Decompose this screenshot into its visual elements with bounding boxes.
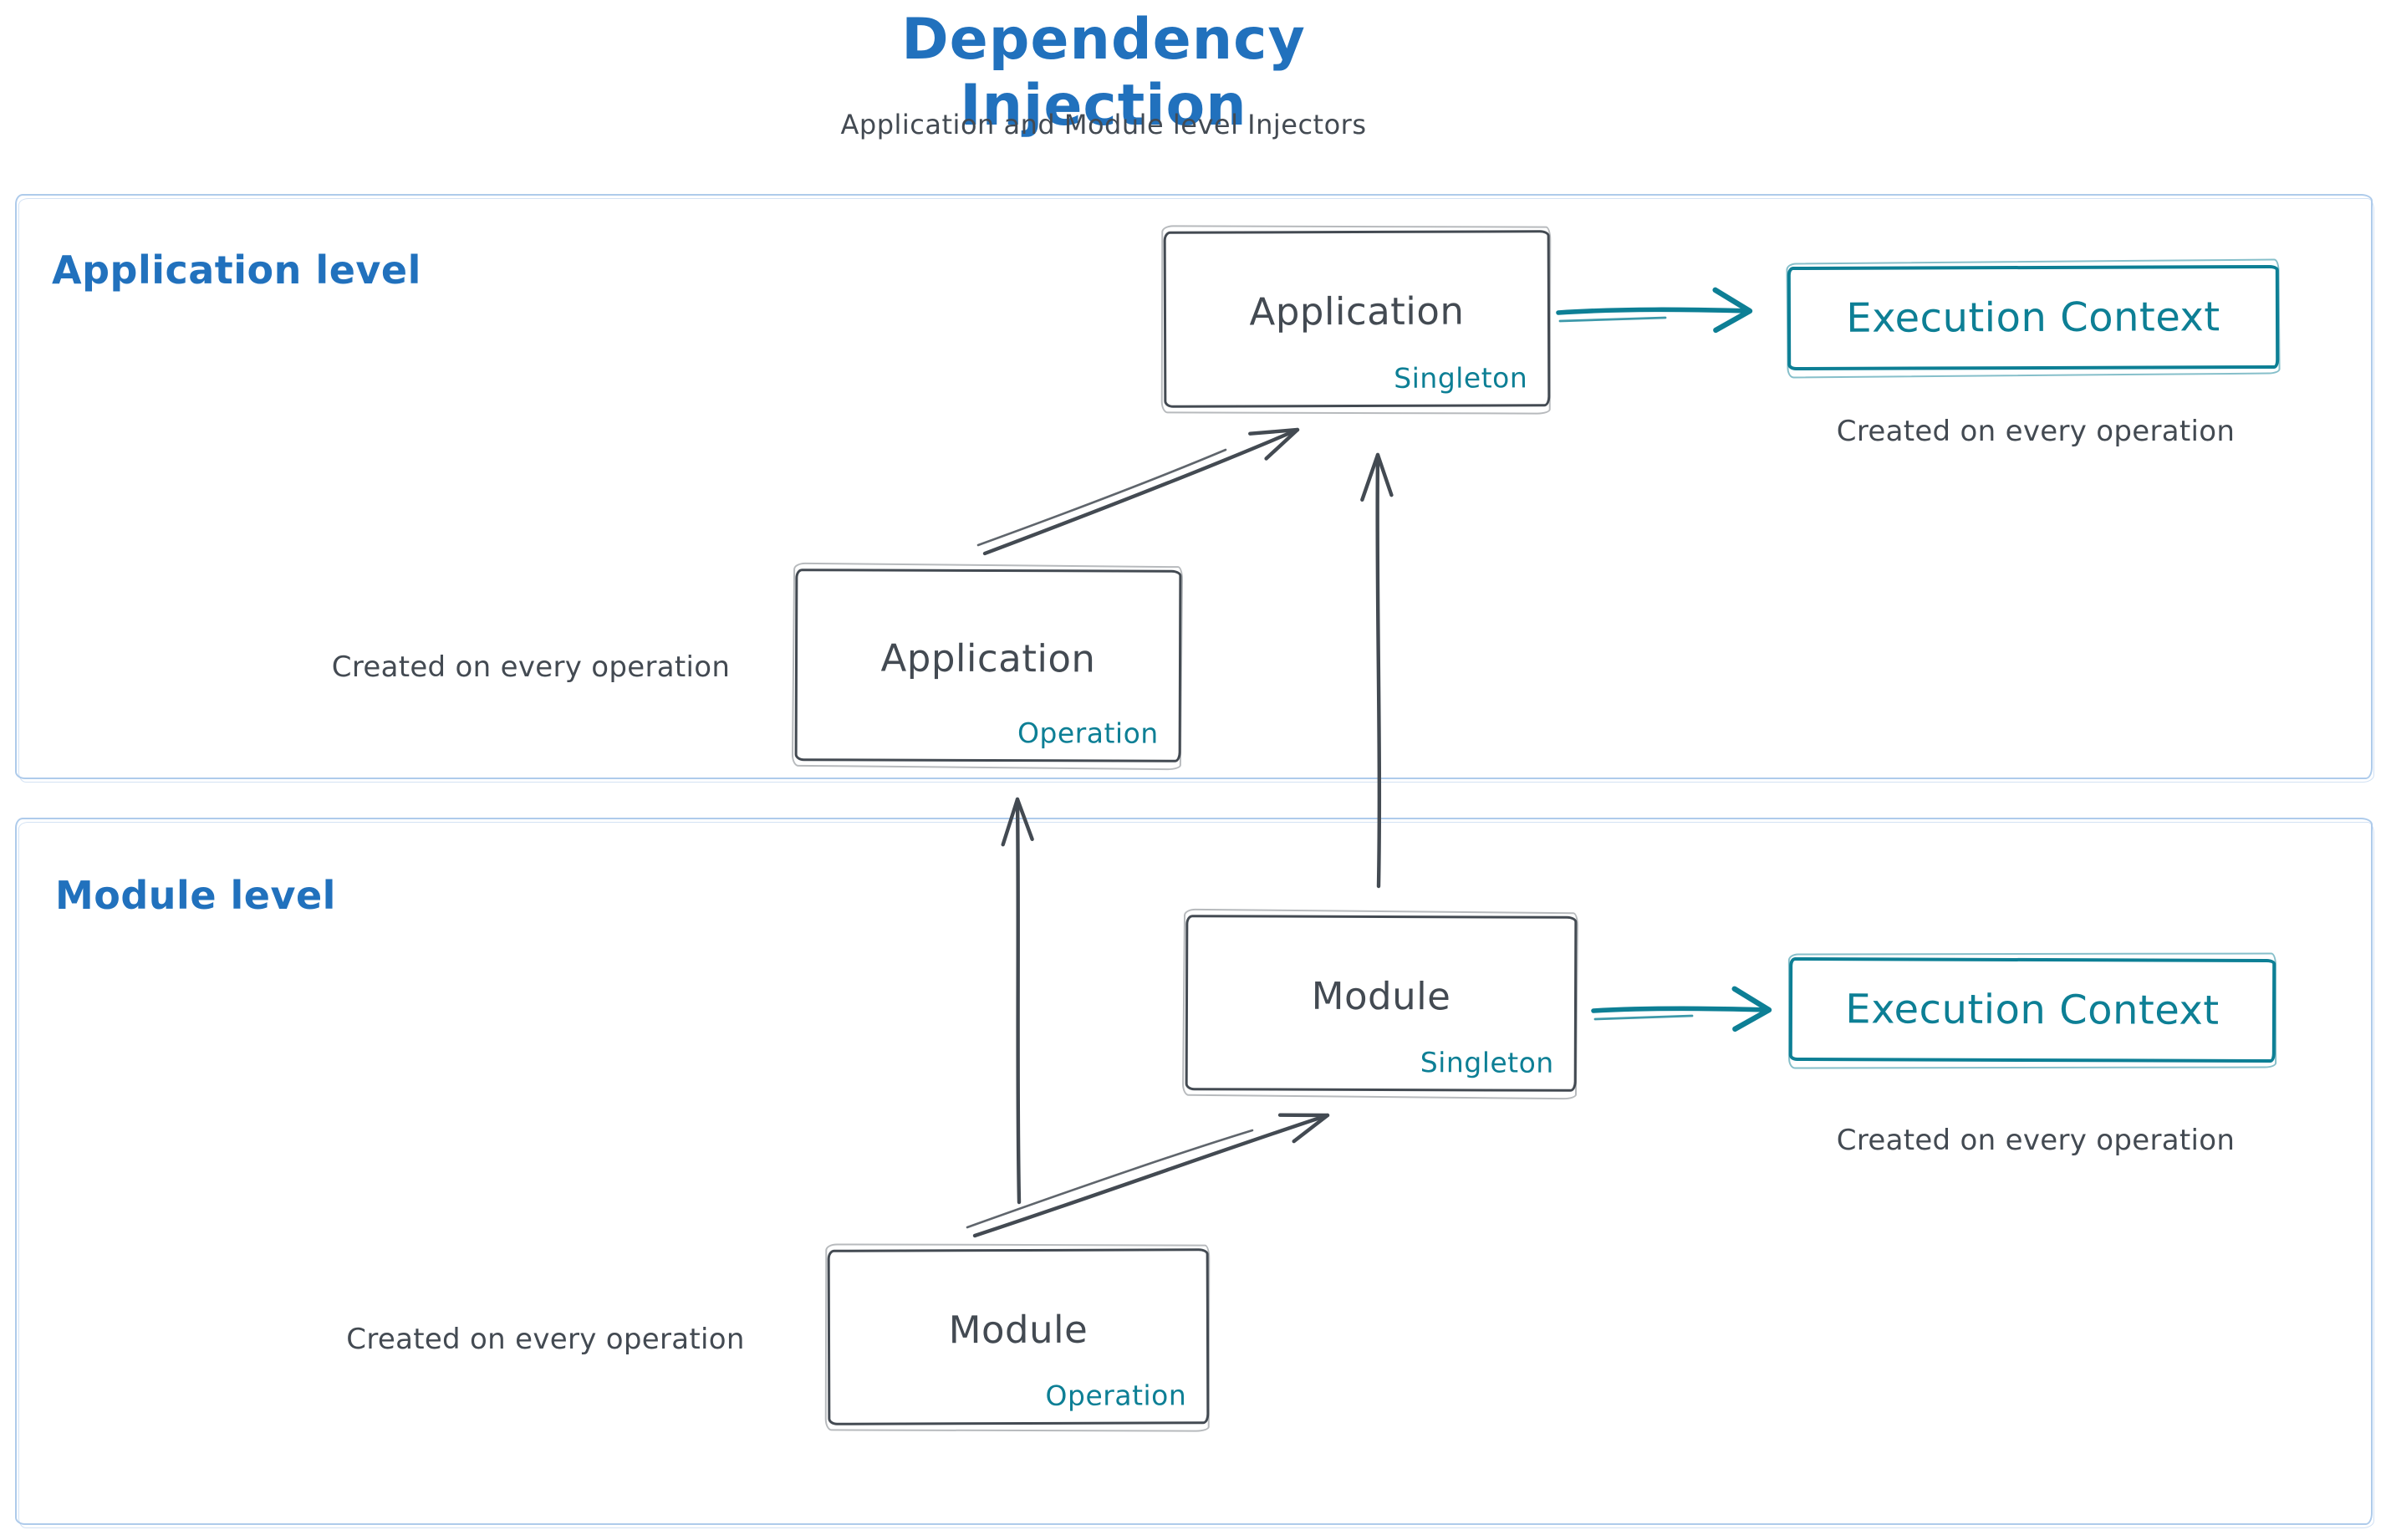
box-tag: Operation (1017, 716, 1159, 750)
box-title: Application (880, 635, 1096, 681)
diagram-subtitle: Application and Module level Injectors (840, 109, 1367, 140)
box-title: Module (1311, 973, 1451, 1018)
execution-context-label: Execution Context (1845, 986, 2220, 1034)
execution-context-label: Execution Context (1846, 293, 2220, 342)
created-on-every-operation-caption: Created on every operation (1836, 415, 2236, 448)
diagram-title: Dependency Injection (901, 7, 1306, 139)
application-level-label: Application level (52, 247, 421, 293)
created-on-every-operation-caption: Created on every operation (331, 650, 731, 684)
box-title: Module (948, 1307, 1088, 1352)
module-operation-box: Module Operation (827, 1248, 1210, 1425)
box-tag: Singleton (1420, 1046, 1554, 1079)
box-tag: Operation (1045, 1379, 1187, 1412)
box-tag: Singleton (1394, 361, 1528, 395)
application-singleton-box: Application Singleton (1163, 230, 1551, 408)
application-operation-box: Application Operation (794, 569, 1182, 762)
module-level-label: Module level (55, 873, 336, 918)
execution-context-box-application: Execution Context (1787, 264, 2280, 371)
created-on-every-operation-caption: Created on every operation (346, 1323, 745, 1356)
module-singleton-box: Module Singleton (1185, 915, 1578, 1092)
execution-context-box-module: Execution Context (1788, 956, 2276, 1063)
box-title: Application (1249, 288, 1465, 334)
created-on-every-operation-caption: Created on every operation (1836, 1124, 2236, 1157)
